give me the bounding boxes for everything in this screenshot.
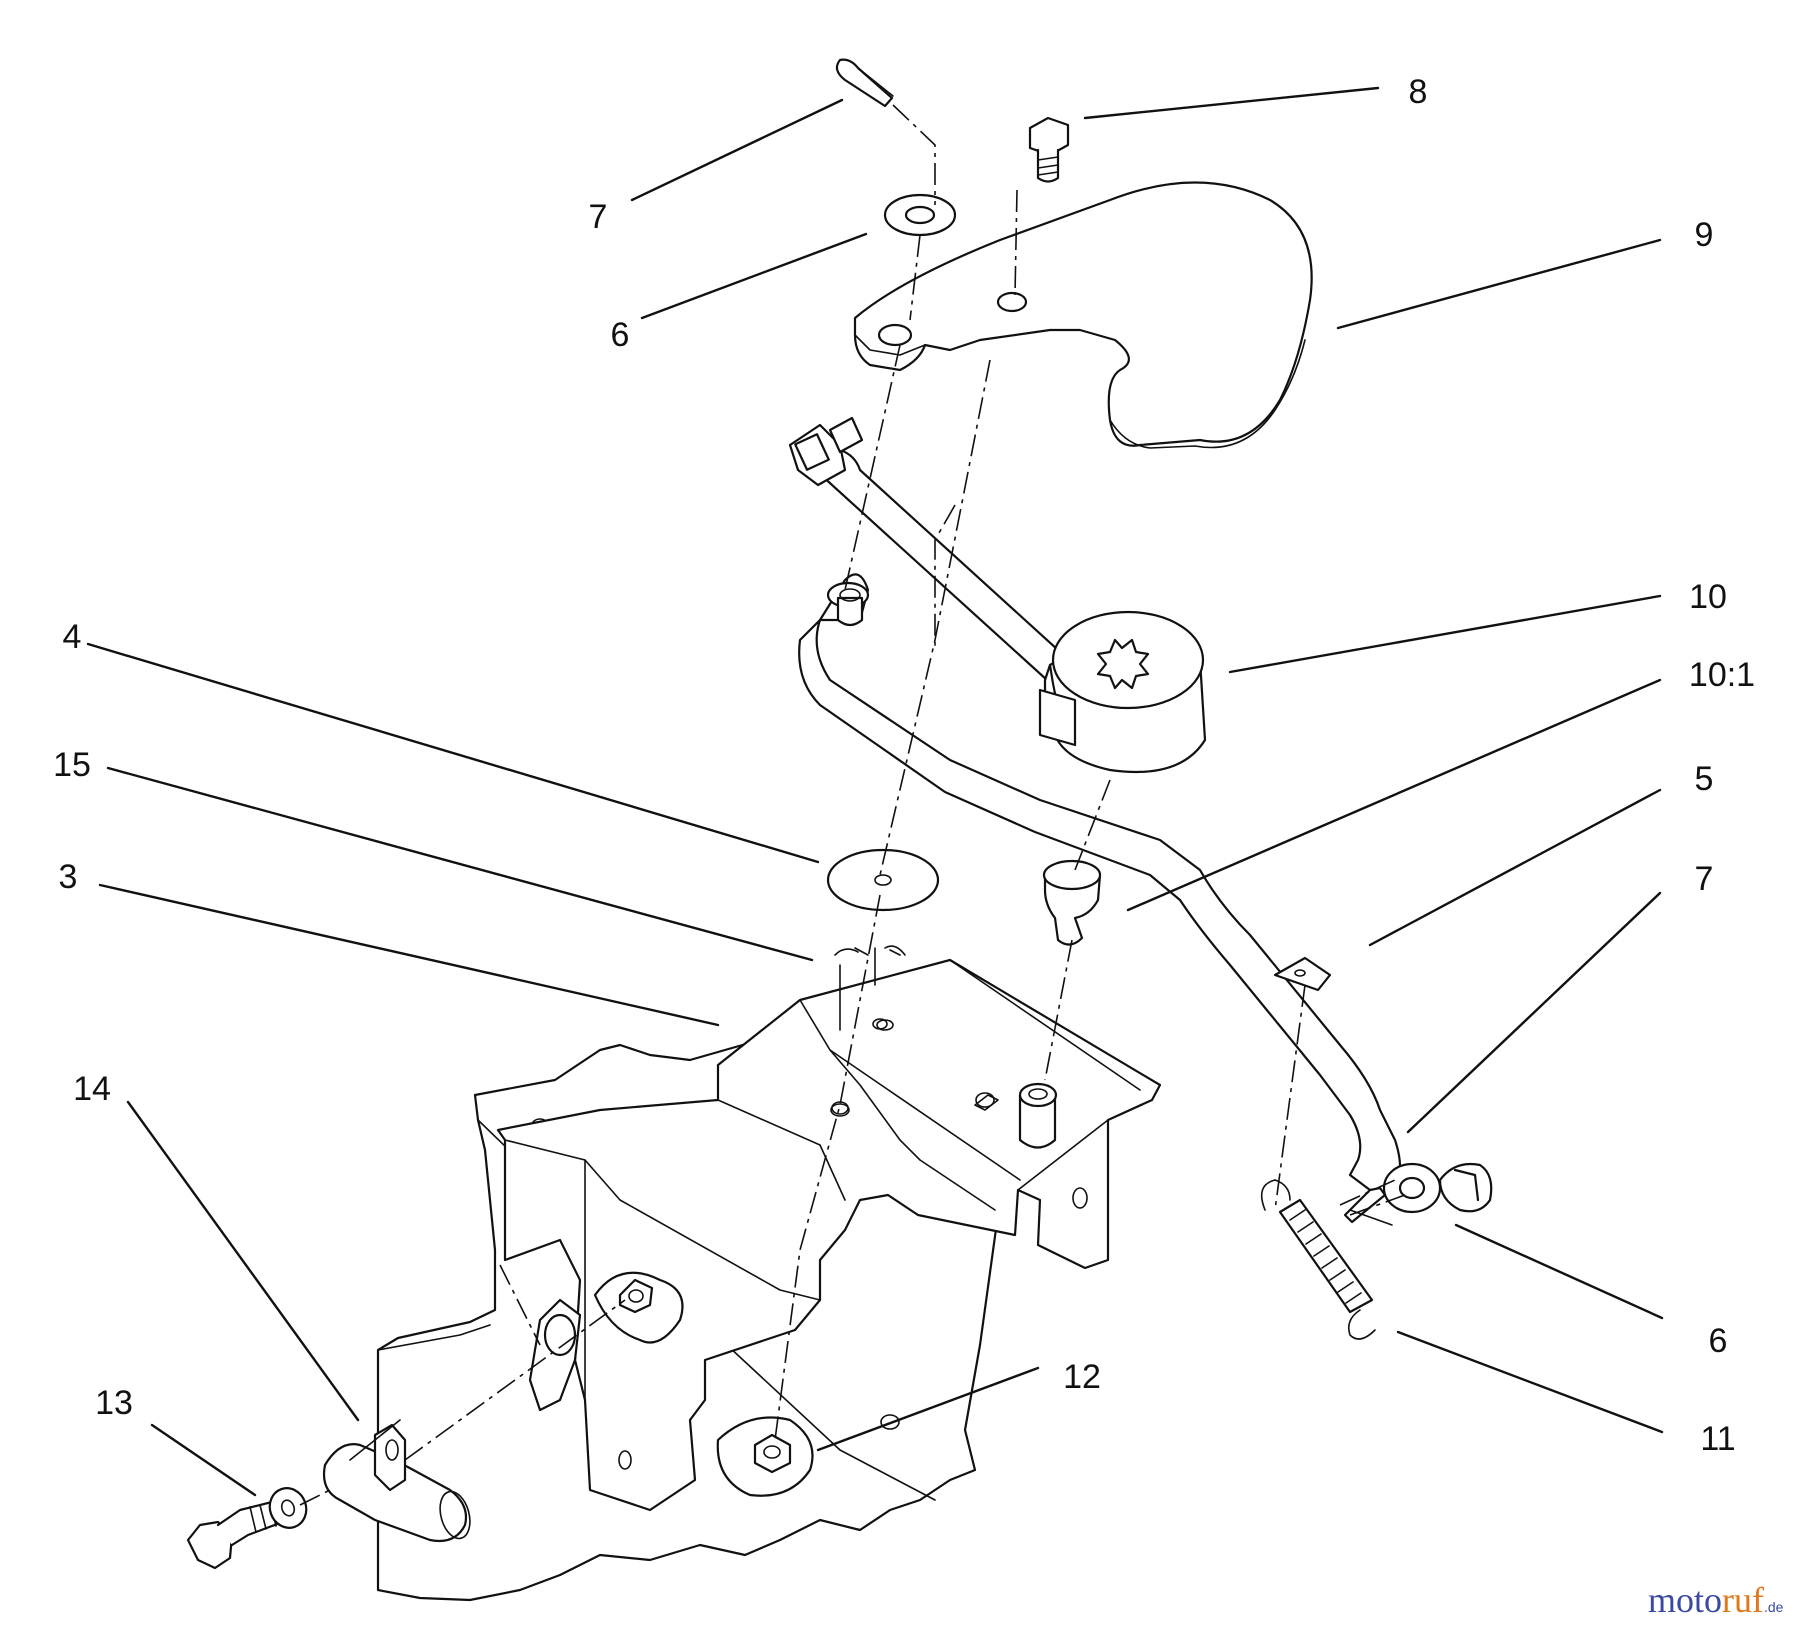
watermark-part-b: ruf <box>1722 1580 1764 1620</box>
cotter-pin-7-top <box>835 58 894 108</box>
callout-7-bottom: 7 <box>1695 860 1714 898</box>
bolt-13 <box>186 1498 290 1570</box>
watermark-logo: motoruf.de <box>1648 1580 1784 1620</box>
callout-10: 10 <box>1689 578 1727 616</box>
lock-nut-12 <box>716 1416 814 1497</box>
assembly-center-lines <box>299 104 1406 1506</box>
watermark-part-c: .de <box>1764 1599 1784 1615</box>
washer-6-bottom <box>1382 1162 1442 1214</box>
leader-lines <box>86 86 1664 1497</box>
callout-13: 13 <box>95 1384 133 1422</box>
spring-clip-15 <box>831 945 906 1115</box>
cam-plate-9 <box>853 181 1313 449</box>
callout-6-top: 6 <box>611 316 630 354</box>
callout-5: 5 <box>1695 760 1714 798</box>
bolt-8 <box>1028 116 1070 183</box>
callout-11: 11 <box>1700 1420 1735 1458</box>
bushing-14 <box>322 1419 471 1543</box>
callout-6-bottom: 6 <box>1709 1322 1728 1360</box>
callout-4: 4 <box>63 618 82 656</box>
callout-10-1: 10:1 <box>1689 656 1755 694</box>
sensor-switch-10 <box>1038 610 1207 774</box>
callout-12: 12 <box>1063 1358 1101 1396</box>
callout-3: 3 <box>59 858 78 896</box>
callout-8: 8 <box>1409 73 1428 111</box>
washer-4 <box>826 848 940 912</box>
watermark-part-a: moto <box>1648 1580 1722 1620</box>
mounting-bracket <box>496 958 1162 1512</box>
bracket-stud <box>1018 1082 1058 1149</box>
pivot-boss <box>528 1271 684 1412</box>
washer-6-top <box>883 193 957 237</box>
callout-labels: 8 7 9 6 10 4 10:1 15 5 3 7 14 12 6 13 11 <box>53 73 1755 1458</box>
callout-7-top: 7 <box>589 198 608 236</box>
callout-15: 15 <box>53 746 91 784</box>
actuator-rod <box>788 416 1082 692</box>
grommet-10-1 <box>1042 859 1102 946</box>
extension-spring-11 <box>1260 1179 1376 1340</box>
svg-text:motoruf.de: motoruf.de <box>1648 1580 1784 1620</box>
callout-14: 14 <box>73 1070 111 1108</box>
callout-9: 9 <box>1695 216 1714 254</box>
